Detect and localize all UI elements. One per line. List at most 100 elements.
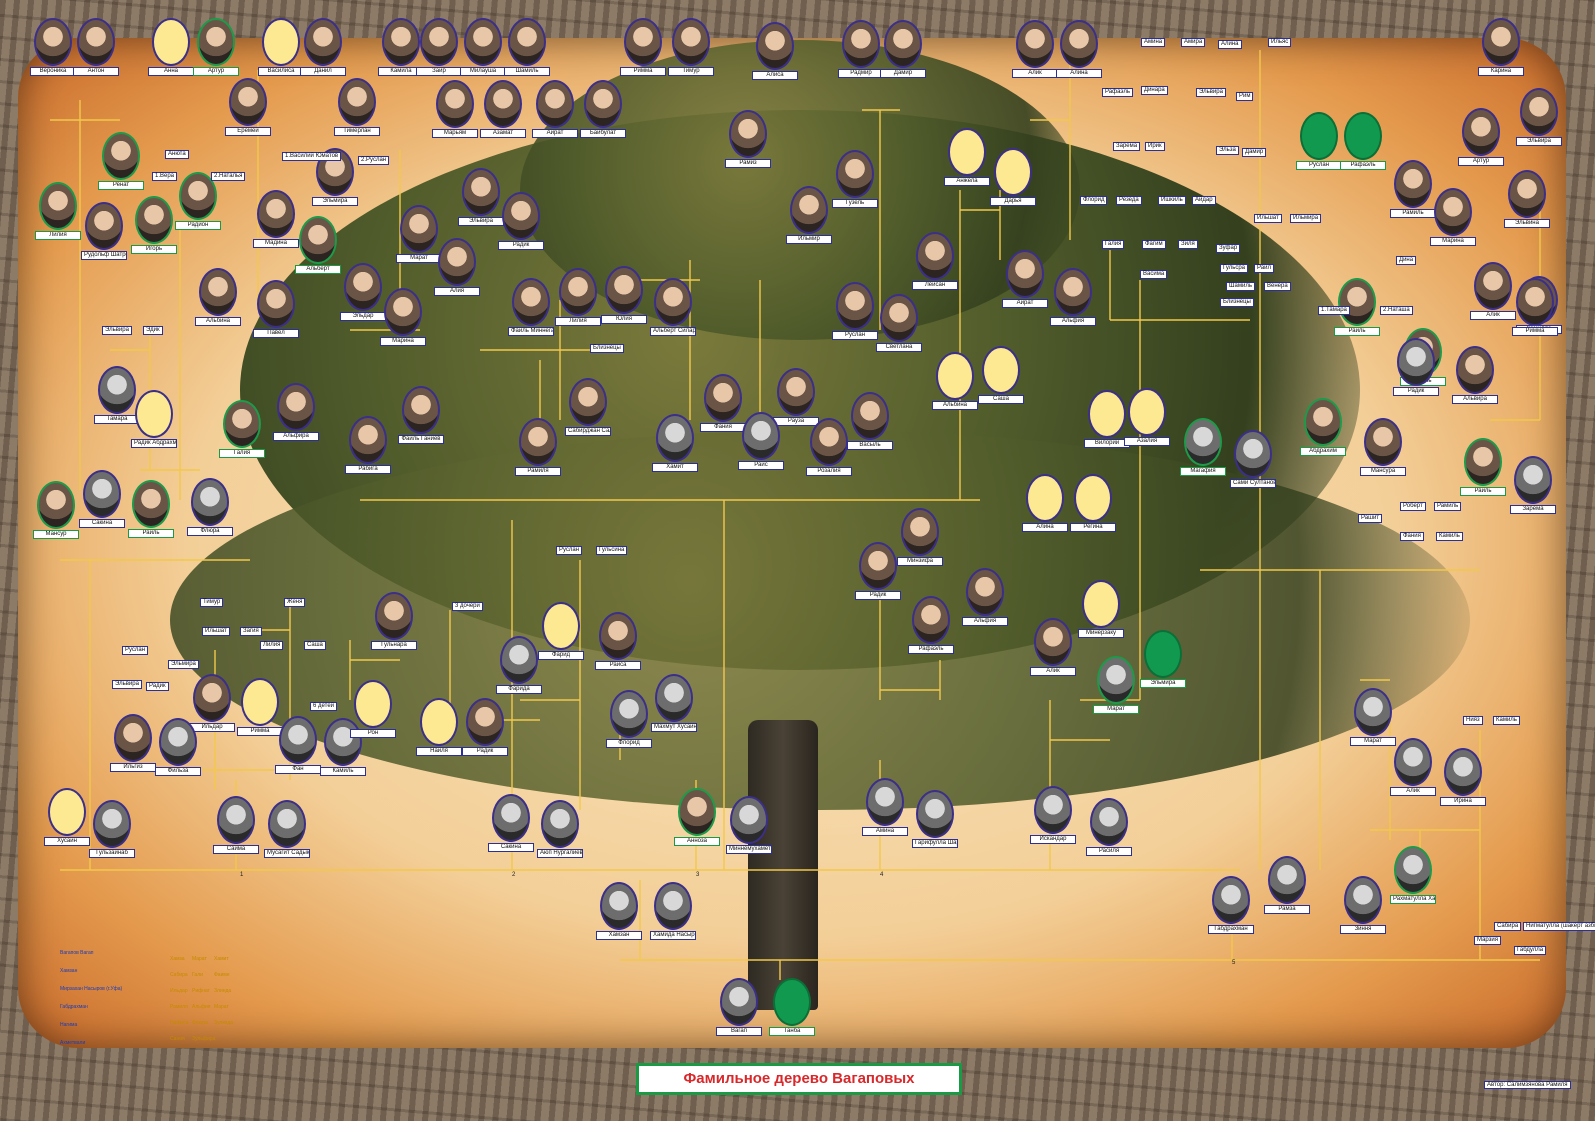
person-card[interactable]: Руслан <box>1296 112 1342 170</box>
person-card[interactable]: Рафаэль <box>1340 112 1386 170</box>
person-card[interactable]: Тимерлан <box>334 78 380 136</box>
person-card[interactable]: Раиль <box>1460 438 1506 496</box>
person-card[interactable]: Марат <box>1093 656 1139 714</box>
person-card[interactable]: Ирина <box>1440 748 1486 806</box>
person-card[interactable]: Вагап <box>716 978 762 1036</box>
person-card[interactable]: Марьям <box>432 80 478 138</box>
person-card[interactable]: Гульнара <box>371 592 417 650</box>
person-card[interactable]: Азамат <box>480 80 526 138</box>
person-card[interactable]: Габдрахман <box>1208 876 1254 934</box>
person-card[interactable]: Альвира <box>1452 346 1498 404</box>
person-card[interactable]: Саша <box>978 346 1024 404</box>
person-card[interactable]: Эльвира <box>1516 88 1562 146</box>
person-card[interactable]: Заир <box>416 18 462 76</box>
person-card[interactable]: Анжела <box>944 128 990 186</box>
person-card[interactable]: Миннемухамет Валиуллин <box>726 796 772 854</box>
person-card[interactable]: Альберт <box>295 216 341 274</box>
person-card[interactable]: Галия <box>219 400 265 458</box>
person-card[interactable]: Азалия <box>1124 388 1170 446</box>
person-card[interactable]: Эльмира <box>1140 630 1186 688</box>
person-card[interactable]: Карина <box>1478 18 1524 76</box>
person-card[interactable]: Айрат <box>532 80 578 138</box>
person-card[interactable]: Васыль <box>847 392 893 450</box>
person-card[interactable]: Еремей <box>225 78 271 136</box>
person-card[interactable]: Рамиз <box>725 110 771 168</box>
person-card[interactable]: Лейсан <box>912 232 958 290</box>
person-card[interactable]: Данил <box>300 18 346 76</box>
person-card[interactable]: Минзифа <box>897 508 943 566</box>
person-card[interactable]: Раис <box>738 412 784 470</box>
person-card[interactable]: Раиль <box>128 480 174 538</box>
person-card[interactable]: Раиса <box>595 612 641 670</box>
person-card[interactable]: Сайма <box>213 796 259 854</box>
person-card[interactable]: Фаиль Миннегалиев <box>508 278 554 336</box>
person-card[interactable]: Флюра <box>187 478 233 536</box>
person-card[interactable]: Дамир <box>880 20 926 78</box>
person-card[interactable]: Танба <box>769 978 815 1036</box>
person-card[interactable]: Абдрахим <box>1300 398 1346 456</box>
person-card[interactable]: Сабирджан Салимзянов <box>565 378 611 436</box>
person-card[interactable]: Рудольф Шатров <box>81 202 127 260</box>
person-card[interactable]: Алик <box>1470 262 1516 320</box>
person-card[interactable]: Искандар <box>1030 786 1076 844</box>
person-card[interactable]: Лилия <box>555 268 601 326</box>
person-card[interactable]: Милауша <box>460 18 506 76</box>
person-card[interactable]: Рон <box>350 680 396 738</box>
person-card[interactable]: Фаиль Ганиев <box>398 386 444 444</box>
person-card[interactable]: Альфия <box>1050 268 1096 326</box>
person-card[interactable]: Радик <box>462 698 508 756</box>
person-card[interactable]: Расиля <box>1086 798 1132 856</box>
person-card[interactable]: Вероника <box>30 18 76 76</box>
person-card[interactable]: Светлана <box>876 294 922 352</box>
person-card[interactable]: Анна <box>148 18 194 76</box>
person-card[interactable]: Ильгиз <box>110 714 156 772</box>
person-card[interactable]: Альфира <box>273 383 319 441</box>
person-card[interactable]: Эльвина <box>1504 170 1550 228</box>
person-card[interactable]: Руслан <box>832 282 878 340</box>
person-card[interactable]: Байбулат <box>580 80 626 138</box>
person-card[interactable]: Магафия <box>1180 418 1226 476</box>
person-card[interactable]: Гузель <box>832 150 878 208</box>
person-card[interactable]: Игорь <box>131 196 177 254</box>
person-card[interactable]: Рамиля <box>515 418 561 476</box>
person-card[interactable]: Мансура <box>1360 418 1406 476</box>
person-card[interactable]: Гульзайнаб <box>89 800 135 858</box>
person-card[interactable]: Альбина <box>932 352 978 410</box>
person-card[interactable]: Амина <box>862 778 908 836</box>
person-card[interactable]: Марина <box>1430 188 1476 246</box>
person-card[interactable]: Артур <box>193 18 239 76</box>
person-card[interactable]: Флорид <box>606 690 652 748</box>
person-card[interactable]: Павел <box>253 280 299 338</box>
person-card[interactable]: Зиння <box>1340 876 1386 934</box>
person-card[interactable]: Альберт Силаров <box>650 278 696 336</box>
person-card[interactable]: Ренат <box>98 132 144 190</box>
person-card[interactable]: Алик <box>1030 618 1076 676</box>
person-card[interactable]: Алина <box>1056 20 1102 78</box>
person-card[interactable]: Рахматулла Хантельдин <box>1390 846 1436 904</box>
person-card[interactable]: Римма <box>1512 278 1558 336</box>
person-card[interactable]: Альфия <box>962 568 1008 626</box>
person-card[interactable]: Алина <box>1022 474 1068 532</box>
person-card[interactable]: Гарифулла Шарифуллин <box>912 790 958 848</box>
person-card[interactable]: Радмир <box>838 20 884 78</box>
person-card[interactable]: Сакина <box>488 794 534 852</box>
person-card[interactable]: Мансур <box>33 481 79 539</box>
person-card[interactable]: Сами Султанов <box>1230 430 1276 488</box>
person-card[interactable]: Сакина <box>79 470 125 528</box>
person-card[interactable]: Лилия <box>35 182 81 240</box>
person-card[interactable]: Фан <box>275 716 321 774</box>
person-card[interactable]: Хамида Насырова <box>650 882 696 940</box>
person-card[interactable]: Фильза <box>155 718 201 776</box>
person-card[interactable]: Марина <box>380 288 426 346</box>
person-card[interactable]: Мадина <box>253 190 299 248</box>
person-card[interactable]: Шамиль <box>504 18 550 76</box>
person-card[interactable]: Зарема <box>1510 456 1556 514</box>
person-card[interactable]: Аюп Нургалиев <box>537 800 583 858</box>
person-card[interactable]: Ильмир <box>786 186 832 244</box>
person-card[interactable]: Дарья <box>990 148 1036 206</box>
person-card[interactable]: Махмут Хусаинов <box>651 674 697 732</box>
person-card[interactable]: Радик <box>498 192 544 250</box>
person-card[interactable]: Минерзаку <box>1078 580 1124 638</box>
person-card[interactable]: Хусаин <box>44 788 90 846</box>
person-card[interactable]: Хамит <box>652 414 698 472</box>
